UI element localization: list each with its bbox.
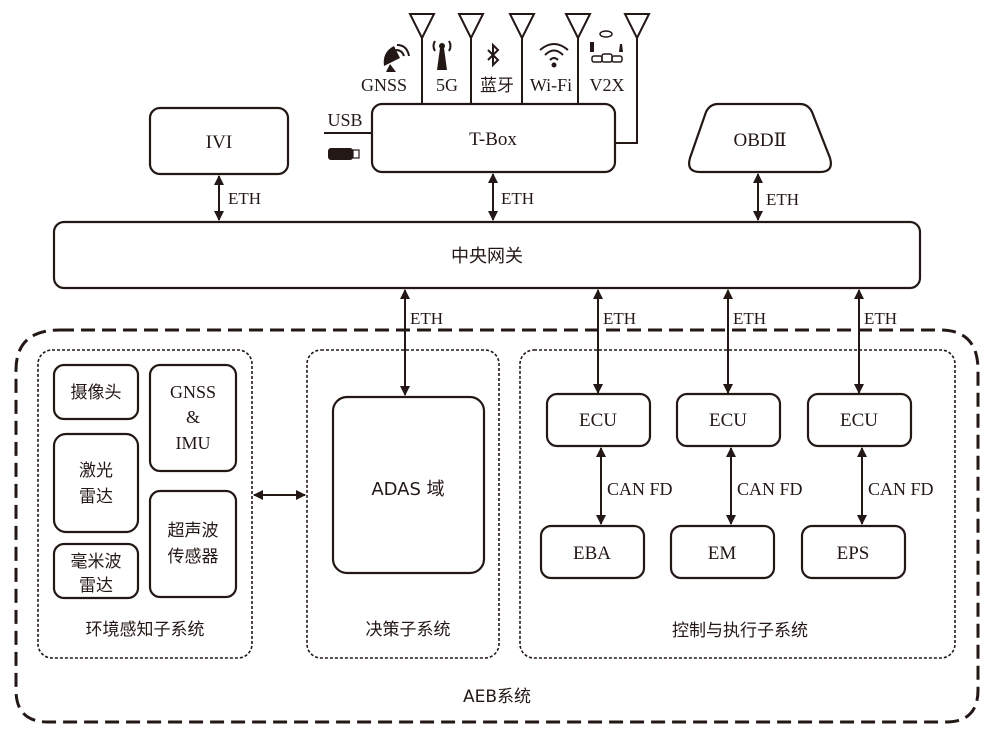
eth-label: ETH — [603, 309, 636, 328]
wifi-icon — [539, 43, 569, 68]
antenna — [564, 13, 592, 105]
ecu-label: ECU — [840, 410, 878, 431]
antenna-label-bluetooth: 蓝牙 — [480, 76, 514, 96]
ecu-box — [545, 392, 652, 448]
eth-label: ETH — [228, 189, 261, 208]
perception-subsystem-label: 环境感知子系统 — [86, 620, 205, 640]
usb-stick-icon — [328, 148, 360, 160]
usb-label: USB — [327, 110, 362, 130]
lidar-label-line2: 雷达 — [79, 487, 113, 507]
satellite-dish-icon — [383, 44, 410, 72]
perception-subsystem-boundary — [37, 349, 253, 659]
lidar-box — [52, 432, 140, 534]
obd-box — [688, 102, 832, 174]
eth-label: ETH — [733, 309, 766, 328]
ecu-label: ECU — [579, 410, 617, 431]
gnss-imu-label-line2: & — [186, 407, 200, 427]
central-gateway-label: 中央网关 — [451, 246, 523, 267]
central-gateway-box — [52, 220, 922, 290]
can-fd-label: CAN FD — [868, 479, 934, 499]
antenna-label-v2x: V2X — [590, 75, 625, 95]
tbox-box — [370, 102, 617, 174]
camera-label: 摄像头 — [71, 383, 122, 403]
eba-label: EBA — [573, 543, 611, 564]
aeb-system-label: AEB系统 — [463, 687, 531, 707]
antenna-label-wifi: Wi-Fi — [530, 75, 572, 95]
ultrasonic-sensor-box — [148, 489, 238, 599]
ivi-box — [148, 106, 290, 176]
antenna-label-5g: 5G — [436, 75, 458, 95]
gnss-imu-label-line1: GNSS — [170, 382, 216, 402]
gnss-imu-box — [148, 363, 238, 473]
eth-label: ETH — [864, 309, 897, 328]
obd-label: OBDⅡ — [733, 130, 786, 151]
ecu-box — [806, 392, 913, 448]
v2x-icon — [590, 30, 623, 63]
eth-label: ETH — [501, 189, 534, 208]
em-label: EM — [708, 543, 737, 564]
mmwave-label-line1: 毫米波 — [71, 552, 122, 572]
eth-label: ETH — [766, 190, 799, 209]
can-fd-label: CAN FD — [737, 479, 803, 499]
antenna — [457, 13, 485, 105]
eba-box — [539, 524, 646, 580]
ecu-box — [675, 392, 782, 448]
em-box — [669, 524, 776, 580]
antenna-array — [408, 13, 651, 144]
cell-tower-icon — [432, 40, 452, 70]
ultrasonic-label-line1: 超声波 — [168, 521, 219, 541]
eps-box — [800, 524, 907, 580]
gnss-imu-label-line3: IMU — [176, 433, 211, 453]
camera-box — [52, 363, 140, 421]
eth-label: ETH — [410, 309, 443, 328]
mmwave-label-line2: 雷达 — [79, 576, 113, 596]
decision-subsystem-label: 决策子系统 — [366, 620, 451, 640]
tbox-label: T-Box — [469, 129, 517, 150]
lidar-label-line1: 激光 — [79, 461, 113, 481]
aeb-system-boundary — [14, 328, 980, 724]
eps-label: EPS — [837, 543, 870, 564]
antenna — [615, 13, 651, 144]
ultrasonic-label-line2: 传感器 — [168, 547, 219, 567]
adas-domain-box — [331, 395, 486, 575]
ivi-label: IVI — [206, 132, 232, 153]
antenna-label-gnss: GNSS — [361, 75, 407, 95]
bluetooth-icon — [487, 42, 500, 68]
can-fd-label: CAN FD — [607, 479, 673, 499]
ecu-label: ECU — [709, 410, 747, 431]
adas-domain-label: ADAS 域 — [371, 479, 444, 500]
antenna — [408, 13, 436, 105]
mmwave-radar-box — [52, 542, 140, 600]
antenna — [508, 13, 536, 105]
control-subsystem-label: 控制与执行子系统 — [672, 621, 808, 641]
